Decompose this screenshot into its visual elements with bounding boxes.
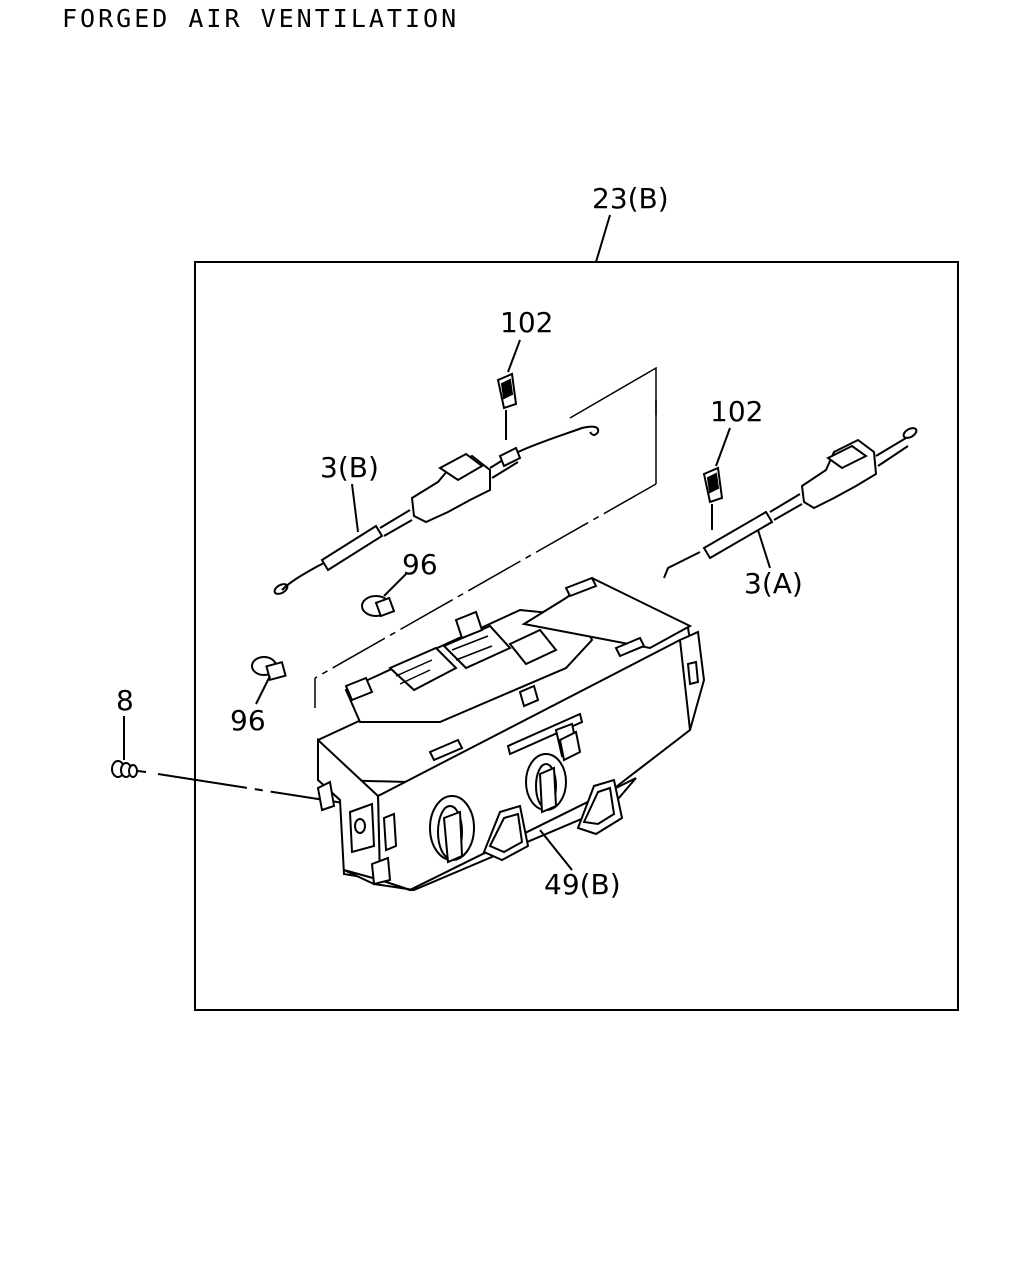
assembly-label: 23(B) bbox=[592, 182, 669, 215]
screw-8 bbox=[111, 760, 351, 805]
clip-102-right bbox=[702, 466, 724, 530]
bulb-96-upper-label: 96 bbox=[402, 548, 438, 581]
bulb-96-lower-leader bbox=[255, 675, 271, 705]
bulb-96-upper bbox=[361, 595, 396, 618]
control-unit-49b-leader bbox=[539, 829, 573, 871]
control-unit-49b-label: 49(B) bbox=[544, 868, 621, 901]
cable-3b bbox=[273, 425, 600, 595]
screw-8-label: 8 bbox=[116, 684, 134, 717]
bulb-96-upper-leader bbox=[383, 573, 407, 597]
cable-3a bbox=[663, 427, 918, 579]
clip-102-right-label: 102 bbox=[710, 395, 763, 428]
reference-plane bbox=[314, 366, 657, 708]
cable-3a-leader bbox=[757, 529, 771, 569]
clip-102-upper-label: 102 bbox=[500, 306, 553, 339]
bulb-96-lower bbox=[251, 656, 287, 682]
cable-3b-leader bbox=[351, 483, 359, 533]
control-unit-49b bbox=[316, 576, 706, 892]
clip-102-right-leader bbox=[715, 427, 731, 467]
assembly-leader bbox=[595, 214, 611, 263]
clip-102-upper bbox=[496, 372, 518, 440]
bulb-96-lower-label: 96 bbox=[230, 704, 266, 737]
cable-3b-label: 3(B) bbox=[320, 451, 379, 484]
clip-102-upper-leader bbox=[507, 339, 521, 373]
cable-3a-label: 3(A) bbox=[744, 567, 803, 600]
assembly-frame bbox=[194, 261, 959, 1011]
diagram-title: FORGED AIR VENTILATION bbox=[62, 4, 459, 33]
